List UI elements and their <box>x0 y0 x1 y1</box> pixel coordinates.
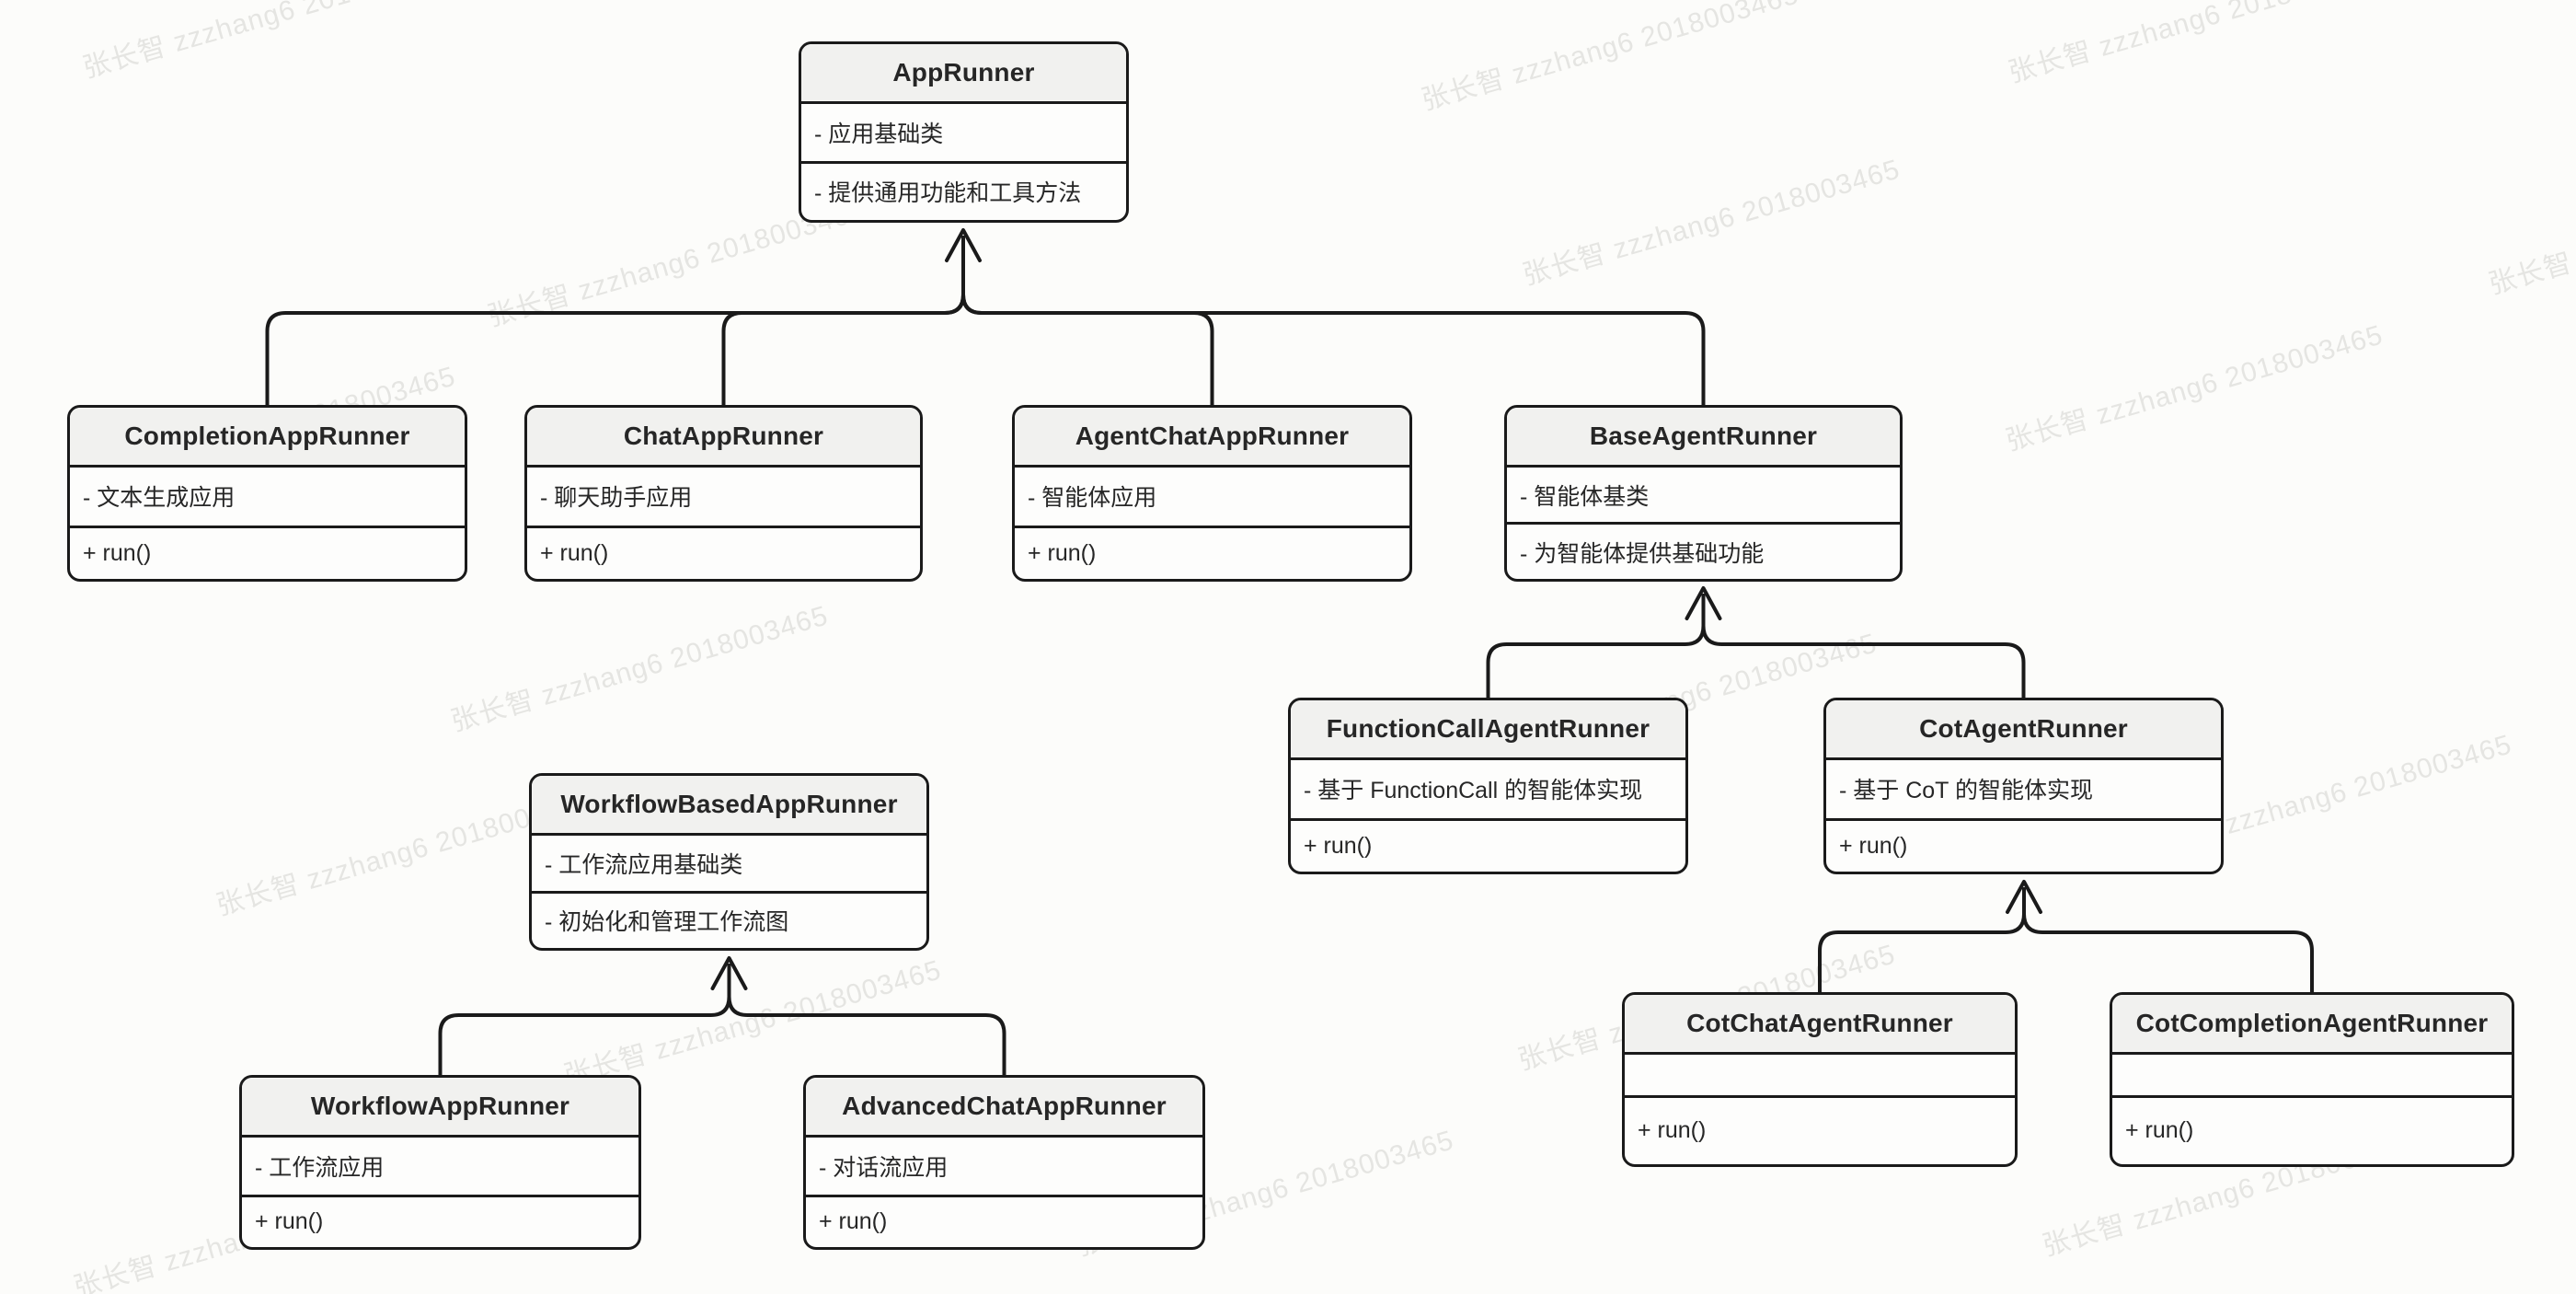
class-attribute: - 智能体基类 <box>1507 468 1900 525</box>
class-title: CotAgentRunner <box>1826 700 2221 760</box>
class-box-workflowbasedapprunner[interactable]: WorkflowBasedAppRunner - 工作流应用基础类 - 初始化和… <box>529 773 929 951</box>
class-method: + run() <box>1028 539 1097 566</box>
watermark-text: 张长智 zzzhang6 2018003465 <box>79 0 465 85</box>
class-attribute: - 基于 CoT 的智能体实现 <box>1826 760 2221 821</box>
class-method: + run() <box>1304 832 1373 859</box>
class-box-completionapprunner[interactable]: CompletionAppRunner - 文本生成应用 + run() <box>67 405 467 582</box>
class-box-baseagentrunner[interactable]: BaseAgentRunner - 智能体基类 - 为智能体提供基础功能 <box>1504 405 1903 582</box>
class-attribute: - 提供通用功能和工具方法 <box>814 180 1082 207</box>
class-box-cotagentrunner[interactable]: CotAgentRunner - 基于 CoT 的智能体实现 + run() <box>1823 698 2224 874</box>
class-title: ChatAppRunner <box>527 408 920 468</box>
class-title: AdvancedChatAppRunner <box>806 1078 1202 1138</box>
class-box-workflowapprunner[interactable]: WorkflowAppRunner - 工作流应用 + run() <box>239 1075 641 1250</box>
class-title: CotCompletionAgentRunner <box>2112 995 2512 1055</box>
class-attribute: - 对话流应用 <box>806 1138 1202 1197</box>
class-attribute: - 聊天助手应用 <box>527 468 920 528</box>
class-attribute: - 工作流应用基础类 <box>532 836 926 894</box>
class-method: + run() <box>83 539 152 566</box>
class-method: + run() <box>540 539 609 566</box>
watermark-text: 张长智 zzzhang6 2018003465 <box>1519 154 1904 292</box>
class-attribute: - 初始化和管理工作流图 <box>545 909 789 936</box>
class-title: WorkflowBasedAppRunner <box>532 776 926 836</box>
watermark-text: 张长智 zzzhang6 2018003465 <box>2005 0 2390 89</box>
class-title: AgentChatAppRunner <box>1015 408 1409 468</box>
watermark-text: 张长智 zzzhang6 2018003465 <box>2002 319 2387 457</box>
class-attribute-empty <box>2112 1055 2512 1098</box>
class-method: + run() <box>255 1208 324 1235</box>
class-box-cotchatagentrunner[interactable]: CotChatAgentRunner + run() <box>1622 992 2018 1167</box>
class-title: CompletionAppRunner <box>70 408 465 468</box>
class-attribute-empty <box>1625 1055 2015 1098</box>
class-box-functioncallagentrunner[interactable]: FunctionCallAgentRunner - 基于 FunctionCal… <box>1288 698 1688 874</box>
watermark-text: 张长智 zzzhang6 2018003465 <box>1418 0 1803 117</box>
class-attribute: - 文本生成应用 <box>70 468 465 528</box>
class-method: + run() <box>819 1208 888 1235</box>
class-attribute: - 智能体应用 <box>1015 468 1409 528</box>
class-title: FunctionCallAgentRunner <box>1291 700 1685 760</box>
class-box-agentchatapprunner[interactable]: AgentChatAppRunner - 智能体应用 + run() <box>1012 405 1412 582</box>
watermark-text: 张长智 zzzhang6 2018003465 <box>560 954 946 1092</box>
class-box-cotcompletionagentrunner[interactable]: CotCompletionAgentRunner + run() <box>2110 992 2514 1167</box>
class-box-advancedchatapprunner[interactable]: AdvancedChatAppRunner - 对话流应用 + run() <box>803 1075 1205 1250</box>
class-title: AppRunner <box>801 44 1126 104</box>
watermark-text: 张长智 zzzhang6 2018003465 <box>2485 163 2576 301</box>
class-attribute: - 工作流应用 <box>242 1138 638 1197</box>
class-attribute: - 为智能体提供基础功能 <box>1520 540 1765 567</box>
class-box-chatapprunner[interactable]: ChatAppRunner - 聊天助手应用 + run() <box>524 405 923 582</box>
class-title: BaseAgentRunner <box>1507 408 1900 468</box>
class-title: CotChatAgentRunner <box>1625 995 2015 1055</box>
class-method: + run() <box>2125 1117 2194 1144</box>
class-title: WorkflowAppRunner <box>242 1078 638 1138</box>
class-method: + run() <box>1638 1117 1707 1144</box>
watermark-text: 张长智 zzzhang6 2018003465 <box>447 600 833 738</box>
class-attribute: - 基于 FunctionCall 的智能体实现 <box>1291 760 1685 821</box>
class-box-apprunner[interactable]: AppRunner - 应用基础类 - 提供通用功能和工具方法 <box>799 41 1129 223</box>
class-method: + run() <box>1839 832 1908 859</box>
class-attribute: - 应用基础类 <box>801 104 1126 164</box>
